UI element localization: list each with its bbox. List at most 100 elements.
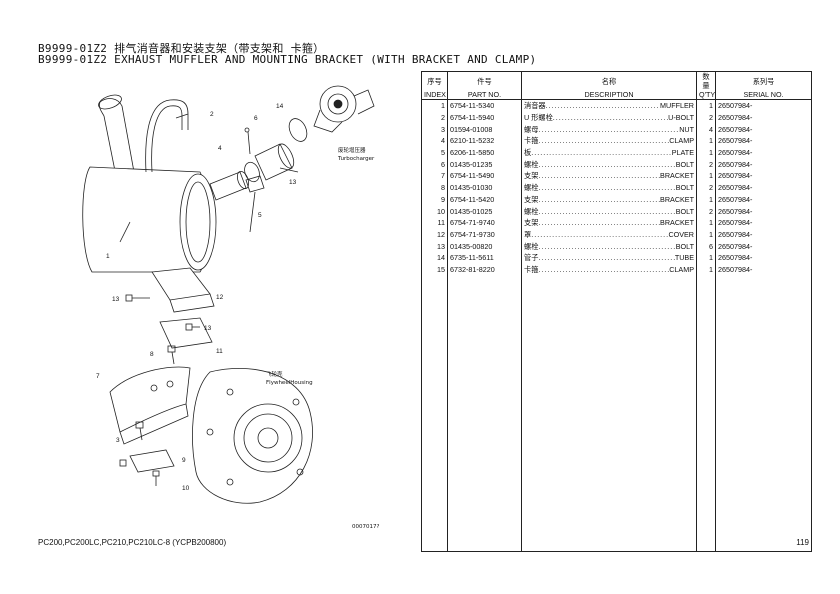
row-description-en: NUT xyxy=(679,124,694,134)
table-empty-space xyxy=(421,275,812,553)
flywheel-housing-label-cn: 飞轮壳 xyxy=(266,370,283,378)
row-description: 螺栓BOLT xyxy=(521,240,697,252)
row-description: 板 PLATE xyxy=(521,146,697,159)
row-description-cn: 板 xyxy=(524,148,532,158)
leader-dots xyxy=(538,135,669,146)
header-part: PART NO. xyxy=(447,90,522,100)
row-description: 罩COVER xyxy=(521,228,697,241)
row-part-number: 01594-01008 xyxy=(447,123,522,136)
row-description-en: BOLT xyxy=(675,183,694,193)
header-index-cn: 序号 xyxy=(421,71,448,90)
callout-11: 11 xyxy=(216,348,223,355)
footer-models: PC200,PC200LC,PC210,PC210LC-8 (YCPB20080… xyxy=(38,538,227,547)
callout-15: 14 xyxy=(276,103,284,110)
row-quantity: 2 xyxy=(696,181,716,194)
row-description-cn: 螺栓 xyxy=(524,159,539,169)
row-description-en: COVER xyxy=(668,229,694,239)
row-description-cn: U 形螺栓 xyxy=(524,113,553,123)
row-description-en: BRACKET xyxy=(660,194,694,204)
row-description-en: BRACKET xyxy=(660,171,694,181)
callout-5: 5 xyxy=(258,212,262,219)
row-description: 螺母NUT xyxy=(521,123,697,136)
header-index: INDEX xyxy=(421,90,448,100)
drawing-number: 0007017? xyxy=(352,524,379,530)
callout-6: 6 xyxy=(254,115,258,122)
row-part-number: 6735-11-5611 xyxy=(447,251,522,264)
leader-dots xyxy=(538,182,675,193)
row-description-cn: 支架 xyxy=(524,171,539,181)
row-index: 13 xyxy=(421,240,448,252)
leader-dots xyxy=(538,217,660,228)
row-description-en: BRACKET xyxy=(660,218,694,228)
row-quantity: 1 xyxy=(696,228,716,241)
row-part-number: 6210-11-5232 xyxy=(447,135,522,147)
callout-13-top: 13 xyxy=(112,296,120,303)
header-desc-cn: 名称 xyxy=(521,71,697,90)
row-serial: 26507984- xyxy=(715,170,812,182)
row-description: 卡箍CLAMP xyxy=(521,263,697,276)
row-description-en: PLATE xyxy=(671,148,694,158)
row-part-number: 6206-11-5850 xyxy=(447,146,522,159)
header-qty: Q'TY xyxy=(696,90,716,100)
header-serial: SERIAL NO. xyxy=(715,90,812,100)
callout-9: 9 xyxy=(182,457,186,464)
row-description-cn: 螺栓 xyxy=(524,206,539,216)
leader-dots xyxy=(538,264,669,275)
row-quantity: 6 xyxy=(696,240,716,252)
row-part-number: 6732-81-8220 xyxy=(447,263,522,276)
row-description-en: TUBE xyxy=(674,253,694,263)
row-index: 5 xyxy=(421,146,448,159)
callout-10: 10 xyxy=(182,485,190,492)
row-description-en: CLAMP xyxy=(669,136,694,146)
row-quantity: 2 xyxy=(696,111,716,124)
row-part-number: 6754-71-9730 xyxy=(447,228,522,241)
row-index: 2 xyxy=(421,111,448,124)
turbocharger-label-cn: 废轮增压器 xyxy=(338,146,366,154)
row-description-cn: 螺栓 xyxy=(524,241,539,251)
table-header-chinese: 序号 件号 名称 数量 系列号 xyxy=(421,71,812,90)
page-title-chinese: B9999-01Z2 排气消音器和安装支架（带支架和 卡箍） xyxy=(38,42,325,55)
table-header-english: INDEX PART NO. DESCRIPTION Q'TY SERIAL N… xyxy=(421,90,812,100)
row-serial: 26507984- xyxy=(715,240,812,252)
row-description: 支架BRACKET xyxy=(521,193,697,206)
row-part-number: 6754-11-5490 xyxy=(447,170,522,182)
leader-dots xyxy=(538,124,679,135)
leader-dots xyxy=(538,252,674,263)
row-description-en: BOLT xyxy=(675,159,694,169)
row-part-number: 01435-01235 xyxy=(447,158,522,171)
leader-dots xyxy=(538,159,675,170)
row-serial: 26507984- xyxy=(715,146,812,159)
header-part-cn: 件号 xyxy=(447,71,522,90)
leader-dots xyxy=(546,100,660,111)
page-number: 119 xyxy=(796,538,809,547)
row-index: 14 xyxy=(421,251,448,264)
row-quantity: 2 xyxy=(696,205,716,217)
row-description-cn: 消音器 xyxy=(524,101,546,111)
row-part-number: 6754-11-5940 xyxy=(447,111,522,124)
callout-14: 13 xyxy=(289,179,297,186)
row-description: 支架BRACKET xyxy=(521,216,697,229)
row-description-en: CLAMP xyxy=(669,264,694,274)
row-quantity: 4 xyxy=(696,123,716,136)
row-serial: 26507984- xyxy=(715,111,812,124)
row-description: 螺栓 BOLT xyxy=(521,181,697,194)
row-quantity: 1 xyxy=(696,170,716,182)
callout-4: 4 xyxy=(218,145,222,152)
leader-dots xyxy=(538,170,660,181)
row-index: 8 xyxy=(421,181,448,194)
row-index: 7 xyxy=(421,170,448,182)
row-description: 支架 BRACKET xyxy=(521,170,697,182)
row-description-cn: 螺栓 xyxy=(524,183,539,193)
row-part-number: 6754-71-9740 xyxy=(447,216,522,229)
callout-2: 2 xyxy=(210,111,214,118)
leader-dots xyxy=(531,229,668,240)
callout-1: 1 xyxy=(106,253,110,260)
leader-dots xyxy=(531,147,672,158)
row-quantity: 1 xyxy=(696,216,716,229)
